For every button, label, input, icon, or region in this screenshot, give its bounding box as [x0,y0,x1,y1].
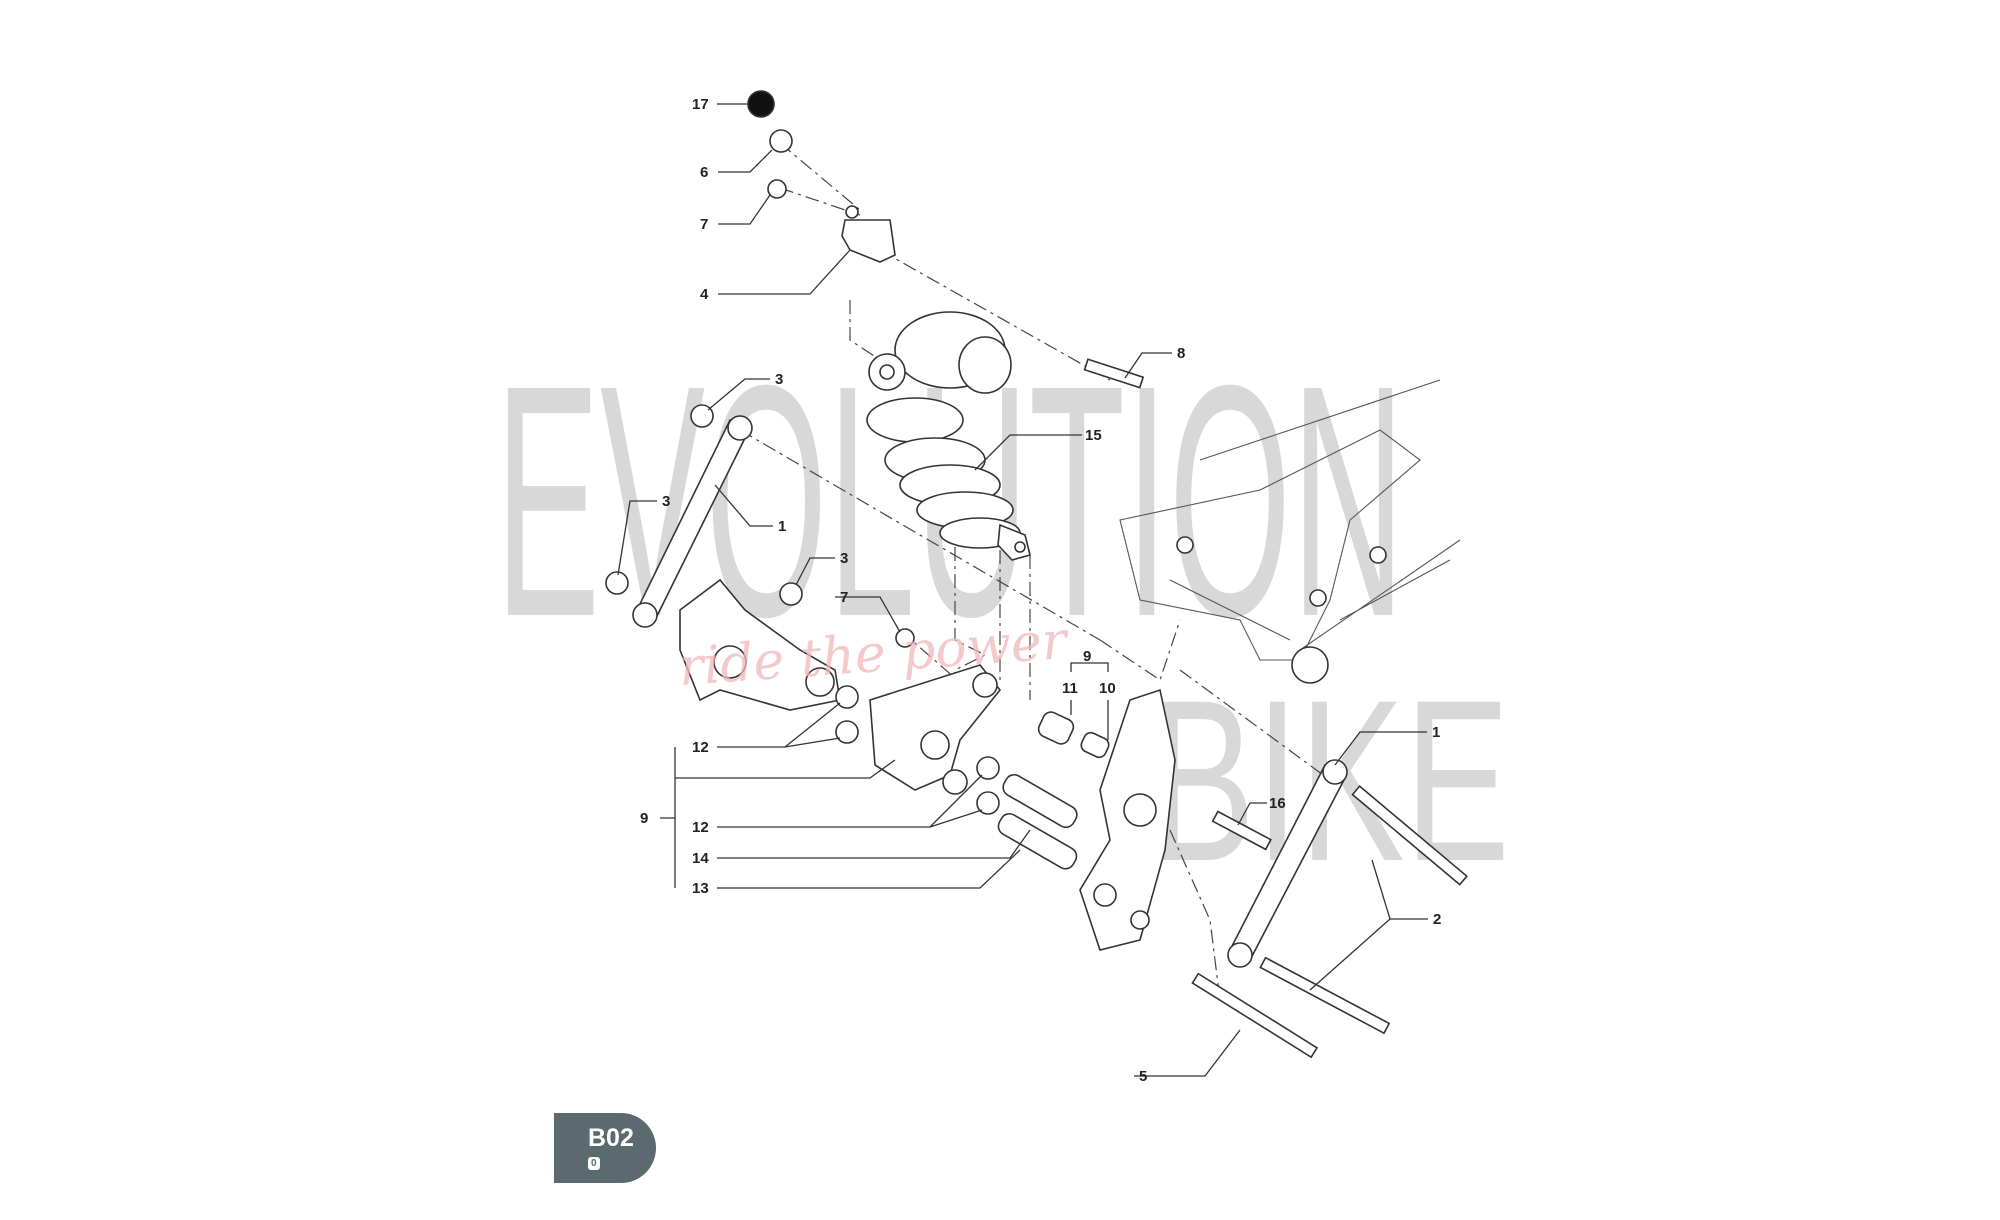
washer-7-top [767,179,787,199]
callout-10: 10 [1099,680,1116,697]
section-code: B02 [588,1124,634,1152]
callout-1: 1 [1432,724,1440,741]
bolt-8 [1083,358,1145,389]
washer-3 [605,571,629,595]
washer-3 [690,404,714,428]
callout-13: 13 [692,880,709,897]
callout-labels: 17 6 7 4 8 3 15 3 1 3 7 9 11 10 12 1 9 1… [640,96,1441,1085]
callout-7: 7 [840,589,848,606]
bolt-16 [1211,810,1272,851]
callout-5: 5 [1139,1068,1147,1085]
callout-11: 11 [1062,680,1078,697]
frame-bracket-right [1079,688,1176,951]
swingarm-outline [1119,379,1461,684]
bolt-2 [1351,785,1468,886]
callout-12: 12 [692,739,709,756]
bushing-11 [1037,711,1075,745]
callout-16: 16 [1269,795,1286,812]
top-mount [841,205,896,263]
callout-17: 17 [692,96,709,113]
shock-absorber [866,311,1031,561]
callout-3: 3 [840,550,848,567]
connecting-rod-right [1227,759,1348,968]
callout-6: 6 [700,164,708,181]
revision-number: 0 [588,1157,600,1170]
callout-12: 12 [692,819,709,836]
bolt-2 [1259,956,1391,1035]
callout-4: 4 [700,286,709,303]
frame-bracket-left [679,578,841,711]
callout-7: 7 [700,216,708,233]
bolt-5 [1191,972,1319,1059]
cap-17 [747,90,775,118]
leader-lines [617,103,1428,1077]
sleeve-14 [1002,773,1078,829]
callout-14: 14 [692,850,709,867]
spacer-10 [1080,731,1110,759]
callout-9: 9 [640,810,648,827]
washer-3 [779,582,803,606]
diagram-section-badge: B02 0 [554,1113,656,1183]
callout-15: 15 [1085,427,1102,444]
assembly-axes [739,142,1331,1001]
callout-3: 3 [775,371,783,388]
callout-8: 8 [1177,345,1185,362]
callout-9: 9 [1083,648,1091,665]
washer-7 [895,628,915,648]
nut-6 [769,129,793,153]
sleeve-13 [997,812,1078,870]
callout-1: 1 [778,518,786,535]
callout-2: 2 [1433,911,1441,928]
connecting-rod-left [632,415,753,628]
rocker-linkage [835,664,1002,815]
callout-3: 3 [662,493,670,510]
